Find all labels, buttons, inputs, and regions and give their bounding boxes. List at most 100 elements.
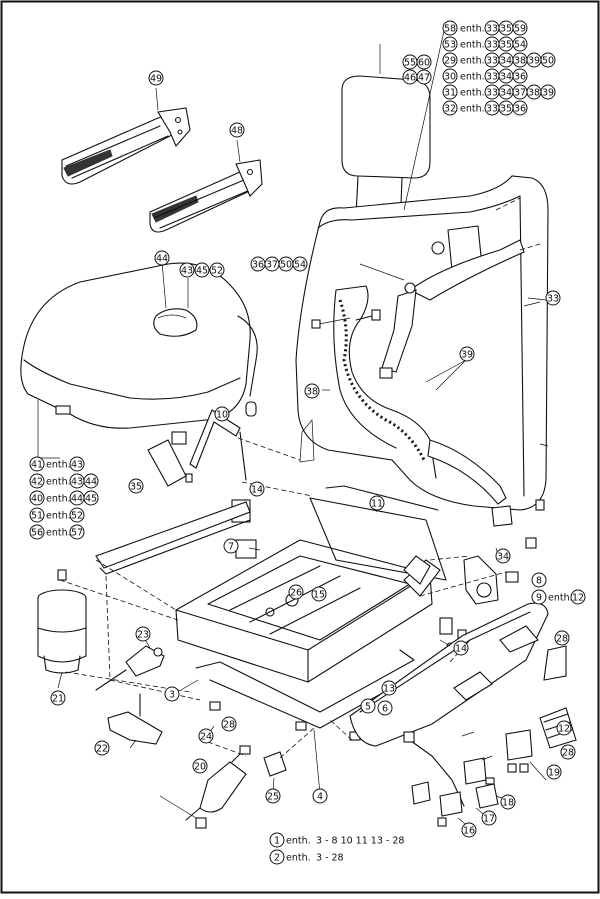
legend-part-31-text: 31 [444, 87, 456, 98]
callout-c7: 7 [223, 538, 239, 554]
legend-ref-44: 44 [69, 490, 85, 506]
legend-part-9: 9 [531, 589, 547, 605]
legend-enth-text: enth. [460, 72, 485, 83]
legend-part-30-circle [442, 68, 458, 84]
legend-part-29-circle [442, 52, 458, 68]
callout-c45-text: 45 [196, 265, 208, 276]
legend-ref-54-circle [512, 36, 528, 52]
legend-part-1-circle [269, 832, 285, 848]
callout-c36: 36 [250, 256, 266, 272]
callout-c19-circle [546, 764, 562, 780]
legend-content-text: 3 - 28 [316, 853, 344, 864]
legend-part-32-circle [442, 100, 458, 116]
callout-c60-circle [416, 54, 432, 70]
buckle-35 [147, 439, 193, 487]
callout-c12-text: 12 [558, 723, 570, 734]
legend-content-text: 3 - 8 10 11 13 - 28 [316, 836, 404, 847]
legend-part-30-text: 30 [444, 71, 456, 82]
legend-ref-33-text: 33 [486, 55, 498, 66]
legend-ref-54: 54 [512, 36, 528, 52]
callout-c13-circle [381, 680, 397, 696]
legend-part-2-text: 2 [274, 852, 280, 863]
callout-c35-circle [128, 478, 144, 494]
leader-lines [37, 21, 547, 829]
legend-enth-text: enth. [460, 24, 485, 35]
callout-c3-text: 3 [169, 689, 175, 700]
legend-enth-text: enth. [46, 494, 71, 505]
callout-c35-text: 35 [130, 481, 142, 492]
callout-c46-text: 46 [404, 72, 416, 83]
callout-c7-text: 7 [228, 541, 234, 552]
callout-c10-circle [214, 406, 230, 422]
callout-c3: 3 [164, 686, 180, 702]
legend-ref-34: 34 [498, 52, 514, 68]
callout-c37-text: 37 [266, 259, 278, 270]
legend-ref-57-text: 57 [71, 527, 83, 538]
plate-22 [107, 693, 163, 745]
callout-c60: 60 [416, 54, 432, 70]
legend-part-41-circle [29, 456, 45, 472]
legend-ref-44: 44 [83, 473, 99, 489]
legend-part-29-text: 29 [444, 55, 456, 66]
callout-c47-circle [416, 69, 432, 85]
legend-ref-45-text: 45 [85, 493, 97, 504]
legend-part-1: 1 [269, 832, 285, 848]
legend-ref-44-circle [83, 473, 99, 489]
callout-c23-circle [135, 626, 151, 642]
callout-c33: 33 [545, 290, 561, 306]
legend-ref-33-text: 33 [486, 23, 498, 34]
callout-c55: 55 [402, 54, 418, 70]
callout-c20: 20 [192, 758, 208, 774]
callout-c18: 18 [500, 794, 516, 810]
callout-c34-circle [495, 548, 511, 564]
callout-c28b: 28 [560, 744, 576, 760]
legend-part-51-circle [29, 507, 45, 523]
callout-c54: 54 [292, 256, 308, 272]
callout-c28b-circle [560, 744, 576, 760]
callout-c21: 21 [50, 690, 66, 706]
legend-ref-38: 38 [512, 52, 528, 68]
linkage-16-19 [403, 729, 533, 827]
legend-part-58-text: 58 [444, 23, 456, 34]
legend-ref-36: 36 [512, 100, 528, 116]
callout-c5-circle [360, 698, 376, 714]
callout-c43: 43 [179, 262, 195, 278]
legend-ref-33: 33 [484, 52, 500, 68]
callout-c14b-circle [453, 640, 469, 656]
legend-part-31: 31 [442, 84, 458, 100]
callout-c11-text: 11 [371, 498, 383, 509]
legend-ref-36-circle [512, 68, 528, 84]
shock-23 [95, 645, 165, 691]
callout-c39: 39 [459, 346, 475, 362]
callout-c14a-text: 14 [251, 484, 263, 495]
armrest-49 [61, 87, 191, 185]
callout-c49: 49 [148, 70, 164, 86]
legend-ref-39: 39 [526, 52, 542, 68]
legend-ref-35-text: 35 [500, 23, 512, 34]
legend-ref-45-circle [83, 490, 99, 506]
legend-ref-52-text: 52 [71, 510, 83, 521]
callout-c54-text: 54 [294, 259, 306, 270]
callout-c17: 17 [481, 810, 497, 826]
callout-c54-circle [292, 256, 308, 272]
legend-ref-45: 45 [83, 490, 99, 506]
legend-enth-text: enth. [460, 40, 485, 51]
legend-part-51-text: 51 [31, 510, 43, 521]
callout-c12-circle [556, 720, 572, 736]
callout-c28a-circle [554, 630, 570, 646]
callout-c48-text: 48 [231, 125, 243, 136]
callout-c37: 37 [264, 256, 280, 272]
callout-c47: 47 [416, 69, 432, 85]
callout-c44: 44 [154, 250, 170, 266]
legend-enth-text: enth. [460, 104, 485, 115]
legend-enth-text: enth. [460, 88, 485, 99]
callout-c13-text: 13 [383, 683, 395, 694]
legend-ref-34-text: 34 [500, 87, 512, 98]
